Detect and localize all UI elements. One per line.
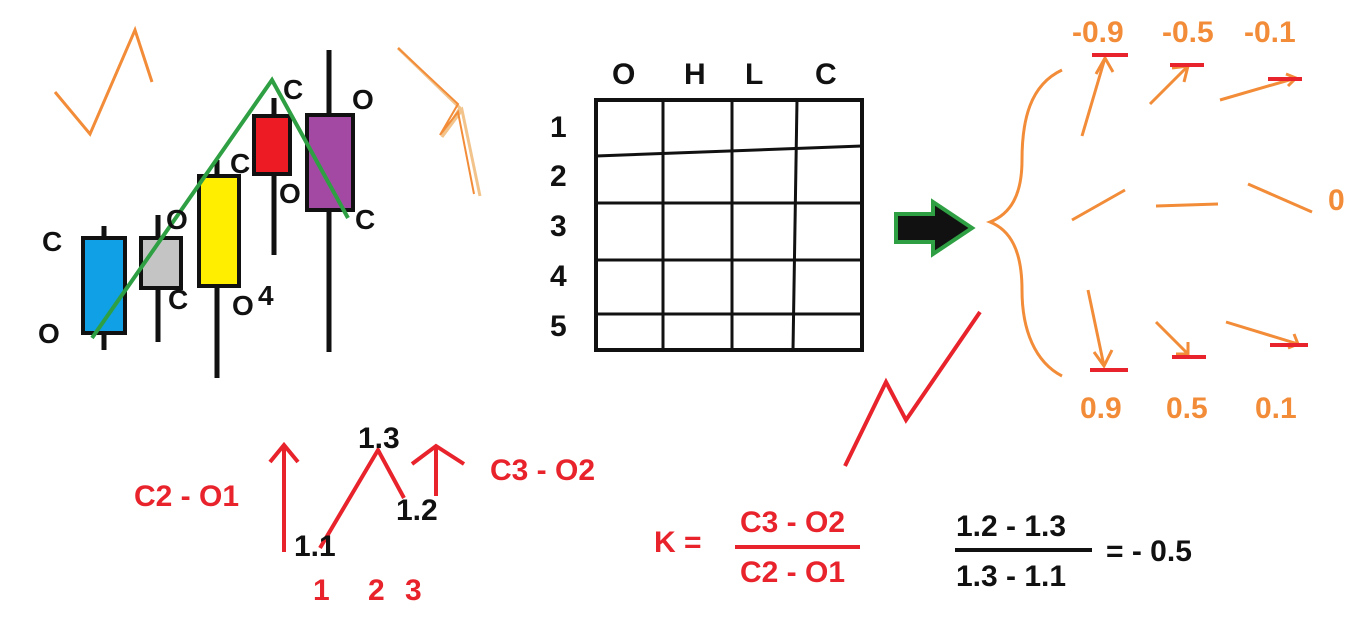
candle-1-close-label: C [42, 226, 63, 257]
green-trend-line [90, 76, 350, 340]
candle-5 [305, 50, 355, 352]
outcome-middle: 0 [1328, 184, 1345, 217]
example-denominator: 1.3 - 1.1 [956, 560, 1067, 593]
sketch-index-1: 1 [313, 574, 330, 607]
candle-1-open-label: O [38, 318, 60, 349]
example-result: = - 0.5 [1106, 535, 1192, 568]
sketch-right-label: C3 - O2 [490, 454, 596, 487]
sketch-point-2: 1.3 [358, 422, 400, 455]
table-row-5-number: 5 [550, 310, 567, 343]
arrow-right-icon [894, 198, 976, 258]
sketch-point-1: 1.1 [294, 530, 336, 563]
table-header-h: H [684, 58, 706, 91]
outcome-bottom-1: 0.9 [1080, 392, 1122, 425]
table-header-c: C [815, 58, 837, 91]
orange-squiggle-middle [396, 46, 482, 197]
outcome-top-bars [1092, 53, 1302, 81]
example-numerator: 1.2 - 1.3 [956, 510, 1067, 543]
candle-3 [197, 160, 241, 378]
candle-3-open-label: O [232, 290, 254, 321]
curly-brace [985, 68, 1063, 378]
sketch-index-3: 3 [405, 574, 422, 607]
candle-2-open-label: O [166, 204, 188, 235]
outcome-top-arrows [1080, 54, 1299, 137]
candle-5-close-label: C [355, 204, 376, 235]
table-header-o: O [612, 58, 636, 91]
formula-denominator: C2 - O1 [740, 556, 846, 589]
candle-1 [81, 226, 127, 350]
outcome-bottom-2: 0.5 [1166, 392, 1208, 425]
outcome-bottom-bars [1090, 343, 1308, 372]
red-zigzag-line [843, 310, 982, 467]
candle-2 [139, 215, 183, 342]
outcome-top-1: -0.9 [1072, 16, 1124, 49]
candle-4 [252, 98, 292, 255]
table-row-2-number: 2 [550, 160, 567, 193]
candle-5-open-label: O [352, 84, 374, 115]
formula-k-label: K = [654, 526, 702, 559]
red-sketch [268, 441, 466, 552]
outcome-top-2: -0.5 [1162, 16, 1214, 49]
table-row-4-number: 4 [550, 260, 567, 293]
outcome-bottom-arrows [1086, 289, 1300, 369]
outcome-bottom-3: 0.1 [1255, 392, 1297, 425]
sketch-left-label: C2 - O1 [134, 480, 240, 513]
table-row-1-number: 1 [550, 111, 567, 144]
sketch-index-2: 2 [368, 574, 385, 607]
outcome-middle-lines [1071, 182, 1313, 222]
orange-squiggle-middle-inner [397, 47, 475, 195]
candle-3-close-label: C [230, 148, 251, 179]
candle-4-close-label: C [283, 74, 304, 105]
table-row-3-number: 3 [550, 210, 567, 243]
candle-number-4-label: 4 [258, 280, 274, 311]
candle-4-open-label: O [279, 178, 301, 209]
orange-squiggle-left [53, 25, 154, 137]
table-header-l: L [745, 58, 764, 91]
formula-numerator: C3 - O2 [740, 506, 846, 539]
outcome-top-3: -0.1 [1244, 16, 1296, 49]
ohlc-table-grid [594, 98, 864, 352]
sketch-point-3: 1.2 [396, 494, 438, 527]
candle-2-close-label: C [168, 284, 189, 315]
